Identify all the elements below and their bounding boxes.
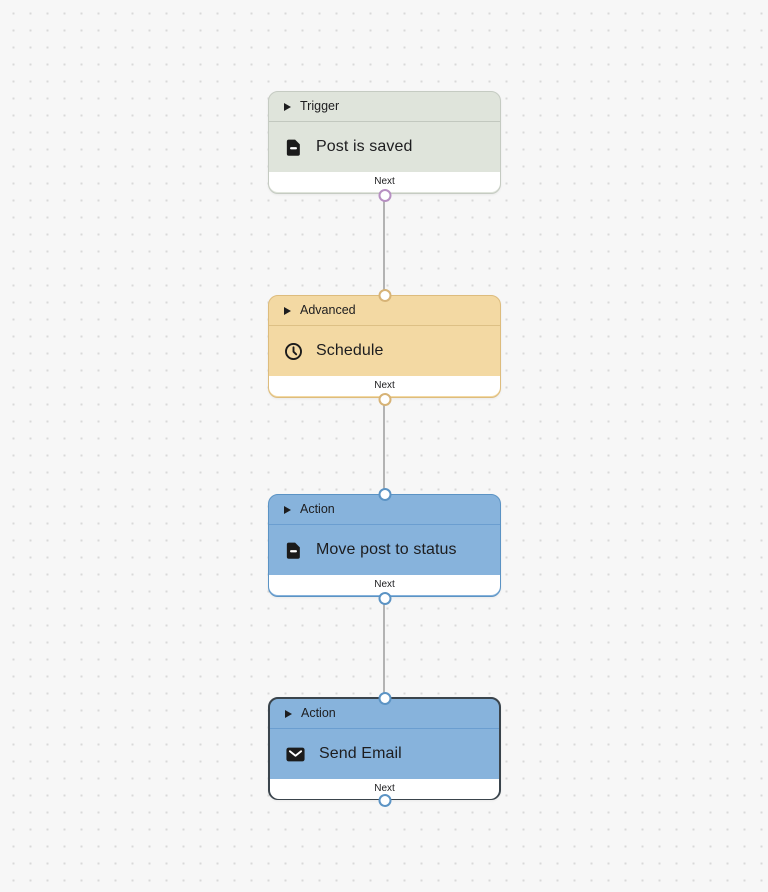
next-port-label: Next xyxy=(374,579,395,590)
node-trigger-post-is-saved[interactable]: Trigger Post is saved Next xyxy=(268,91,501,202)
node-footer: Next xyxy=(269,575,500,595)
edge-connector[interactable] xyxy=(383,193,385,296)
node-action-send-email[interactable]: Action Send Email Next xyxy=(268,692,501,807)
node-category-label: Action xyxy=(300,502,335,517)
output-port[interactable] xyxy=(378,189,391,202)
node-category-label: Trigger xyxy=(300,99,340,114)
node-footer: Next xyxy=(269,172,500,192)
node-body[interactable]: Send Email xyxy=(270,729,499,779)
input-port[interactable] xyxy=(378,289,391,302)
node-header[interactable]: Trigger xyxy=(269,92,500,122)
node-header[interactable]: Action xyxy=(269,495,500,525)
next-port-label: Next xyxy=(374,176,395,187)
document-icon xyxy=(284,138,303,157)
node-category-label: Action xyxy=(301,706,336,721)
edge-connector[interactable] xyxy=(383,595,385,698)
collapse-triangle-icon[interactable] xyxy=(285,709,292,718)
node-action-move-post-to-status[interactable]: Action Move post to status Next xyxy=(268,488,501,605)
next-port-label: Next xyxy=(374,380,395,391)
collapse-triangle-icon[interactable] xyxy=(284,306,291,315)
output-port[interactable] xyxy=(378,393,391,406)
node-footer: Next xyxy=(270,779,499,799)
node-footer: Next xyxy=(269,376,500,396)
collapse-triangle-icon[interactable] xyxy=(284,102,291,111)
node-title: Post is saved xyxy=(316,138,413,155)
input-port[interactable] xyxy=(378,488,391,501)
node-body[interactable]: Move post to status xyxy=(269,525,500,575)
next-port-label: Next xyxy=(374,783,395,794)
node-header[interactable]: Action xyxy=(270,699,499,729)
clock-icon xyxy=(284,342,303,361)
document-icon xyxy=(284,541,303,560)
collapse-triangle-icon[interactable] xyxy=(284,505,291,514)
input-port[interactable] xyxy=(378,692,391,705)
node-title: Move post to status xyxy=(316,541,457,558)
node-body[interactable]: Post is saved xyxy=(269,122,500,172)
node-advanced-schedule[interactable]: Advanced Schedule Next xyxy=(268,289,501,406)
node-body[interactable]: Schedule xyxy=(269,326,500,376)
node-title: Send Email xyxy=(319,745,402,762)
node-category-label: Advanced xyxy=(300,303,356,318)
edge-connector[interactable] xyxy=(383,396,385,495)
node-title: Schedule xyxy=(316,342,384,359)
node-header[interactable]: Advanced xyxy=(269,296,500,326)
output-port[interactable] xyxy=(378,592,391,605)
output-port[interactable] xyxy=(378,794,391,807)
envelope-icon xyxy=(285,745,306,764)
